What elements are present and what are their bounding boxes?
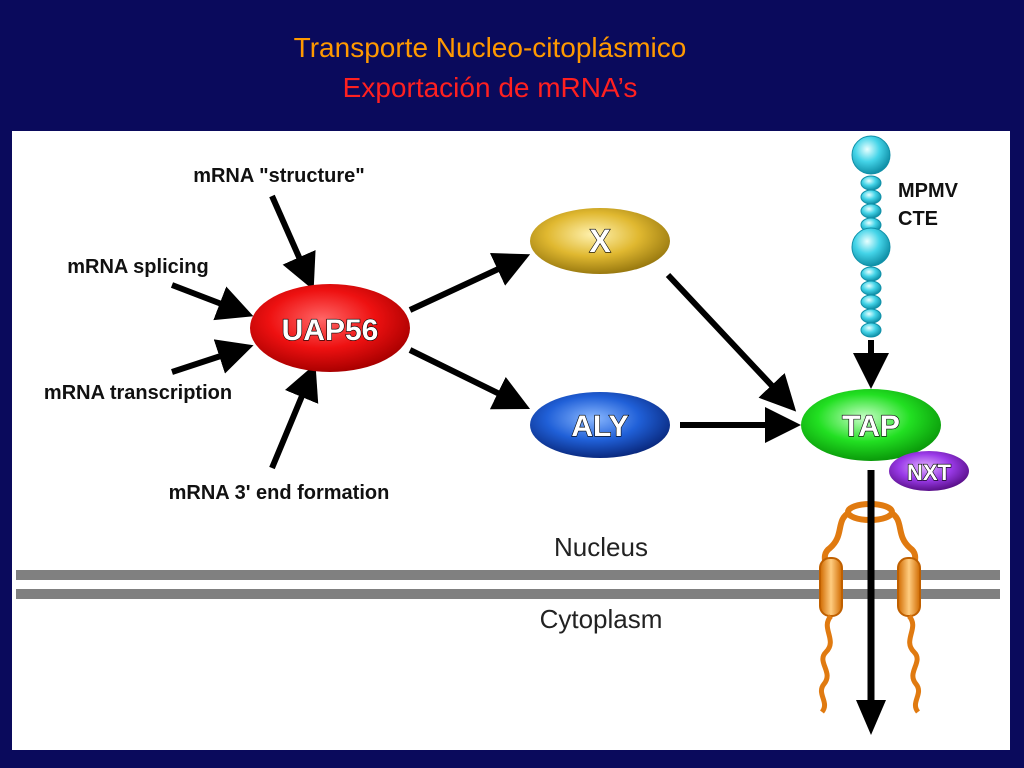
label-mrna-structure: mRNA "structure" (193, 165, 365, 187)
node-tap: TAP (801, 389, 941, 461)
diagram-panel: UAP56 X ALY TAP NXT mRNA "structure" mRN… (12, 131, 1010, 750)
label-mrna-splicing: mRNA splicing (67, 256, 209, 278)
node-tap-label: TAP (842, 410, 900, 443)
pore-pillar-right (897, 557, 921, 617)
membrane-outer (16, 570, 1000, 580)
label-cte: CTE (898, 208, 938, 230)
node-x: X (530, 208, 670, 274)
title-line-1: Transporte Nucleo-citoplásmico (293, 32, 687, 63)
node-uap56-label: UAP56 (282, 314, 379, 347)
export-arrowhead (856, 700, 886, 735)
mrna-export-diagram: UAP56 X ALY TAP NXT mRNA "structure" mRN… (16, 135, 1000, 735)
node-x-label: X (589, 223, 611, 259)
node-nxt: NXT (889, 451, 969, 491)
label-nucleus: Nucleus (554, 532, 648, 562)
node-nxt-label: NXT (907, 460, 952, 485)
pathway-arrows (408, 253, 889, 443)
label-mrna-3-end-formation: mRNA 3' end formation (169, 482, 390, 504)
membrane-inner (16, 589, 1000, 599)
label-cytoplasm: Cytoplasm (540, 604, 663, 634)
pore-pillar-left (819, 557, 843, 617)
label-mrna-transcription: mRNA transcription (44, 382, 232, 404)
nuclear-envelope (16, 570, 1000, 599)
slide-title: Transporte Nucleo-citoplásmico Exportaci… (0, 28, 980, 108)
node-aly: ALY (530, 392, 670, 458)
input-arrows (170, 194, 319, 470)
nuclear-pore (818, 501, 922, 714)
title-line-2: Exportación de mRNA’s (342, 72, 638, 103)
label-mpmv: MPMV (898, 180, 959, 202)
node-aly-label: ALY (571, 410, 628, 443)
cte-rna-structure (851, 135, 891, 338)
node-uap56: UAP56 (250, 284, 410, 372)
